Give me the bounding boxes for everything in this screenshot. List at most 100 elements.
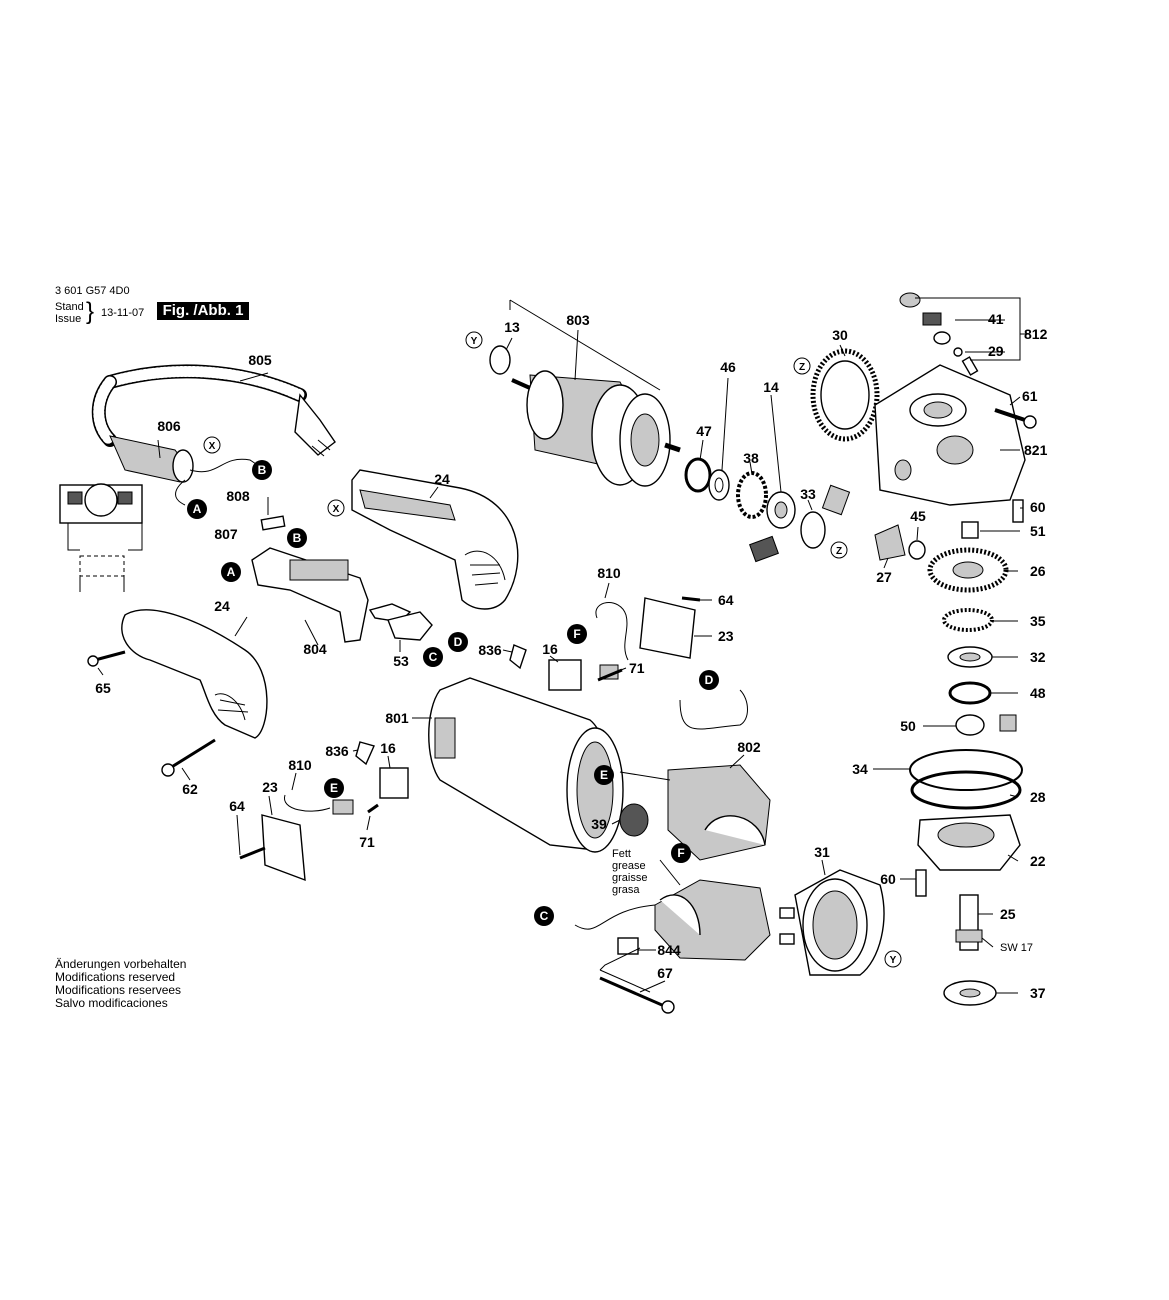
- part-836-top: 836: [478, 642, 502, 658]
- marker-X-handle: X: [327, 499, 345, 517]
- note-line-es: Salvo modificaciones: [55, 996, 168, 1010]
- connector-label: B: [258, 463, 267, 477]
- part-50: 50: [900, 718, 916, 734]
- issue-date: 13-11-07: [101, 307, 145, 319]
- bearing-50: [955, 714, 1017, 736]
- part-16-top: 16: [542, 641, 558, 657]
- grease-note-de: Fett: [612, 848, 631, 860]
- screw-60-bottom: [915, 869, 927, 897]
- connector-D-switch: D: [448, 632, 468, 652]
- part-821: 821: [1024, 442, 1048, 458]
- figure-label: Fig. /Abb. 1: [157, 302, 249, 320]
- part-836-bottom: 836: [325, 743, 349, 759]
- brush-holder-16-top: [548, 659, 619, 691]
- nut-45: [908, 540, 926, 560]
- connector-B-cable: B: [252, 460, 272, 480]
- wire-810-top: [595, 602, 629, 661]
- part-39: 39: [591, 816, 607, 832]
- circlip-48: [948, 681, 992, 705]
- clamp-flange-37: [943, 980, 997, 1006]
- connector-label: C: [429, 650, 438, 664]
- circlip-47: [684, 457, 712, 493]
- part-28: 28: [1030, 789, 1046, 805]
- part-34: 34: [852, 761, 868, 777]
- part-48: 48: [1030, 685, 1046, 701]
- connector-E-left: E: [324, 778, 344, 798]
- note-line-fr: Modifications reservees: [55, 983, 182, 997]
- part-29: 29: [988, 343, 1004, 359]
- marker-label: X: [209, 441, 216, 452]
- connector-label: D: [454, 635, 463, 649]
- part-41: 41: [988, 311, 1004, 327]
- field-coil-802-lower: [574, 859, 771, 961]
- grease-note-es: grasa: [612, 884, 640, 896]
- ball-bearing-14: [766, 491, 796, 529]
- part-64-top: 64: [718, 592, 734, 608]
- connector-D-field: D: [699, 670, 719, 690]
- connector-label: E: [600, 768, 608, 782]
- modifications-note: Änderungen vorbehalten Modifications res…: [55, 958, 186, 1010]
- part-35: 35: [1030, 613, 1046, 629]
- screw-71-bottom: [367, 803, 379, 814]
- marker-label: Z: [836, 546, 842, 557]
- connector-label: B: [293, 531, 302, 545]
- part-25: 25: [1000, 906, 1016, 922]
- brush-holder-16-bottom: [332, 767, 409, 815]
- part-51: 51: [1030, 523, 1046, 539]
- connector-A-cable: A: [187, 499, 207, 519]
- marker-label: X: [333, 504, 340, 515]
- part-60-top: 60: [1030, 499, 1046, 515]
- connector-B-switch: B: [287, 528, 307, 548]
- clip-836-bottom: [355, 741, 375, 766]
- part-26: 26: [1030, 563, 1046, 579]
- screw-64-top: [681, 596, 701, 602]
- part-32: 32: [1030, 649, 1046, 665]
- note-line-en: Modifications reserved: [55, 970, 176, 984]
- part-62: 62: [182, 781, 198, 797]
- part-31: 31: [814, 844, 830, 860]
- clip-836-top: [509, 644, 527, 670]
- part-805: 805: [248, 352, 272, 368]
- part-61: 61: [1022, 388, 1038, 404]
- part-804: 804: [303, 641, 327, 657]
- part-60-bottom: 60: [880, 871, 896, 887]
- cover-23-top: [639, 597, 696, 659]
- part-23-top: 23: [718, 628, 734, 644]
- part-30: 30: [832, 327, 848, 343]
- connector-C-field: C: [534, 906, 554, 926]
- part-24-lower: 24: [214, 598, 230, 614]
- part-16-bottom: 16: [380, 740, 396, 756]
- marker-X-cable: X: [203, 436, 221, 454]
- screw-64-bottom: [239, 846, 266, 860]
- issue-label: Issue: [55, 313, 82, 325]
- pinion-27: [874, 524, 906, 561]
- marker-label: Y: [890, 955, 897, 966]
- grease-tube-39: [619, 803, 649, 837]
- part-14: 14: [763, 379, 779, 395]
- part-808: 808: [226, 488, 250, 504]
- spindle-25: [955, 894, 983, 951]
- flange-34-28: [909, 749, 1023, 810]
- marker-Z-bearing: Z: [830, 541, 848, 559]
- handle-housing-24-lower: [121, 609, 268, 739]
- part-64-bottom: 64: [229, 798, 245, 814]
- marker-label: Z: [799, 362, 805, 373]
- connector-label: D: [705, 673, 714, 687]
- connector-label: F: [573, 627, 580, 641]
- part-53: 53: [393, 653, 409, 669]
- wiring-schematic: [59, 483, 143, 592]
- switch-assembly-804: [251, 497, 433, 643]
- connector-label: E: [330, 781, 338, 795]
- connector-A-switch: A: [221, 562, 241, 582]
- part-46: 46: [720, 359, 736, 375]
- brace-icon: }: [86, 298, 95, 325]
- bushing-51: [961, 521, 979, 539]
- bearing-flange-22: [917, 814, 1021, 871]
- spring-41: [922, 312, 942, 326]
- marker-label: Y: [471, 336, 478, 347]
- screw-67: [599, 976, 675, 1014]
- gear-30: [810, 348, 880, 442]
- part-71-top: 71: [629, 660, 645, 676]
- end-shield-31: [779, 869, 885, 976]
- part-23-bottom: 23: [262, 779, 278, 795]
